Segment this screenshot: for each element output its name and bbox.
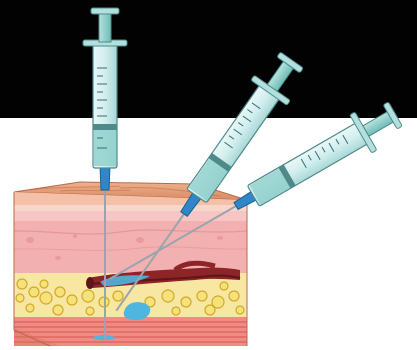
dermis-layer bbox=[0, 221, 260, 273]
dark-top-band bbox=[0, 0, 417, 118]
skin-block bbox=[0, 182, 260, 350]
